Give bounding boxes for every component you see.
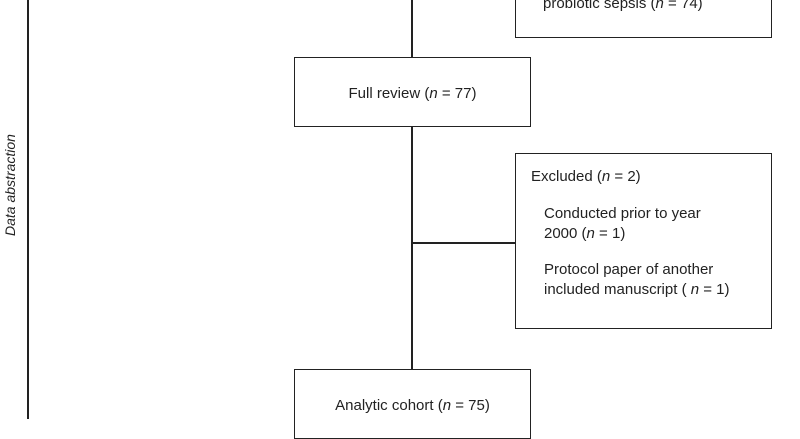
full-review-n-symbol: n — [429, 85, 438, 102]
excluded-n-value: = 2) — [610, 168, 641, 185]
analytic-cohort-n-value: = 75) — [451, 397, 490, 414]
excluded-box: Excluded (n = 2) Conducted prior to year… — [515, 153, 772, 329]
top-box-n-value: = 74) — [663, 0, 703, 12]
top-excluded-box: probiotic sepsis (n = 74) — [515, 0, 772, 38]
top-box-n-symbol: n — [655, 0, 664, 12]
exclusion-reason-1: Conducted prior to year 2000 (n = 1) — [544, 204, 701, 244]
analytic-cohort-box: Analytic cohort (n = 75) — [294, 369, 531, 439]
top-box-text: probiotic sepsis (n = 74) — [543, 0, 703, 14]
stage-label: Data abstraction — [2, 134, 18, 236]
top-box-partial-text: probiotic sepsis ( — [543, 0, 656, 12]
full-review-text: Full review (n = 77) — [295, 85, 530, 102]
excluded-n-symbol: n — [601, 168, 611, 185]
full-review-box: Full review (n = 77) — [294, 57, 531, 127]
connector-to-excluded — [411, 242, 515, 244]
connector-full-review-to-cohort — [411, 127, 413, 369]
exclusion-reason-2: Protocol paper of another included manus… — [544, 260, 730, 300]
full-review-n-value: = 77) — [437, 85, 477, 102]
exclusion-reason-2-line1: Protocol paper of another — [544, 261, 714, 278]
stage-bracket-line — [27, 0, 29, 419]
excluded-heading: Excluded (n = 2) — [531, 167, 641, 187]
excluded-label: Excluded ( — [531, 168, 602, 185]
full-review-label: Full review ( — [348, 85, 430, 102]
exclusion-reason-1-line1: Conducted prior to year — [544, 205, 701, 222]
connector-top-to-full-review — [411, 0, 413, 57]
analytic-cohort-text: Analytic cohort (n = 75) — [295, 397, 530, 414]
analytic-cohort-label: Analytic cohort ( — [335, 397, 443, 414]
exclusion-reason-1-line2: 2000 (n = 1) — [544, 225, 626, 242]
analytic-cohort-n-symbol: n — [442, 397, 452, 414]
exclusion-reason-2-line2: included manuscript ( n = 1) — [544, 281, 730, 298]
